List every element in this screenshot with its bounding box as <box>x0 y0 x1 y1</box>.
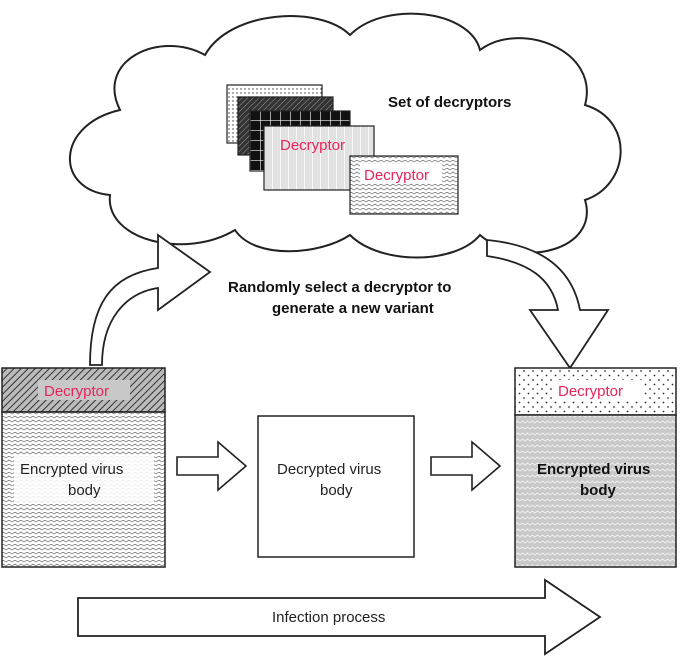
right-body-line1: Encrypted virus <box>537 461 650 478</box>
infection-process-label: Infection process <box>272 609 385 626</box>
insert-curved-arrow <box>486 239 610 370</box>
right-header-label-bg <box>552 380 642 400</box>
card-weave-label-bg <box>360 164 442 184</box>
select-caption-line2: generate a new variant <box>272 300 434 317</box>
right-decryptor-label: Decryptor <box>558 383 623 400</box>
decryptor-stack: Decryptor Decryptor <box>226 84 459 215</box>
left-body-line2: body <box>68 482 101 499</box>
original-virus-box: Decryptor Encrypted virus body <box>1 367 166 568</box>
select-curved-arrow <box>89 233 212 366</box>
card-front-label: Decryptor <box>280 137 345 154</box>
right-body-line2: body <box>580 482 616 499</box>
card-back-label: Decryptor <box>364 167 429 184</box>
encrypt-arrow <box>430 440 502 492</box>
left-body-label-bg <box>14 456 154 502</box>
decrypted-body-box: Decrypted virus body <box>257 415 415 558</box>
new-variant-box: Decryptor Encrypted virus body <box>514 367 677 568</box>
middle-box-frame <box>257 415 415 558</box>
select-caption-line1: Randomly select a decryptor to <box>228 279 451 296</box>
infection-process-arrow <box>77 578 602 656</box>
middle-body-line2: body <box>320 482 353 499</box>
decrypt-arrow <box>176 440 248 492</box>
left-decryptor-label: Decryptor <box>44 383 109 400</box>
cloud-title: Set of decryptors <box>388 94 511 111</box>
middle-body-line1: Decrypted virus <box>277 461 381 478</box>
left-header-label-bg <box>38 380 130 400</box>
left-body-line1: Encrypted virus <box>20 461 123 478</box>
right-encrypted-body <box>514 414 677 568</box>
